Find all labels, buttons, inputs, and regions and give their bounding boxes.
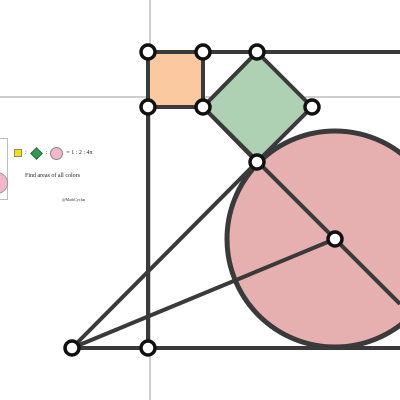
point[interactable] — [139, 43, 157, 61]
left-tangent-line — [70, 160, 259, 350]
point[interactable] — [303, 98, 321, 116]
legend-card — [0, 138, 8, 200]
point[interactable] — [139, 339, 157, 357]
point[interactable] — [326, 230, 344, 248]
yellow-square-icon — [14, 149, 22, 157]
center-line — [71, 237, 336, 350]
point[interactable] — [194, 98, 212, 116]
green-diamond-icon — [29, 146, 43, 160]
point[interactable] — [248, 153, 266, 171]
point[interactable] — [194, 43, 212, 61]
point[interactable] — [63, 339, 81, 357]
points — [63, 43, 344, 357]
diagonal-line — [201, 105, 400, 306]
color-ratio-legend: : : = 1 : 2 : 4π — [14, 146, 93, 160]
ratio-text: = 1 : 2 : 4π — [66, 150, 93, 156]
orange-square — [146, 50, 205, 109]
point[interactable] — [139, 98, 157, 116]
point[interactable] — [248, 43, 266, 61]
instruction-text: Find areas of all colors — [25, 173, 80, 179]
author-handle: @MathCyclus — [62, 197, 86, 202]
pink-circle-icon — [50, 146, 64, 160]
